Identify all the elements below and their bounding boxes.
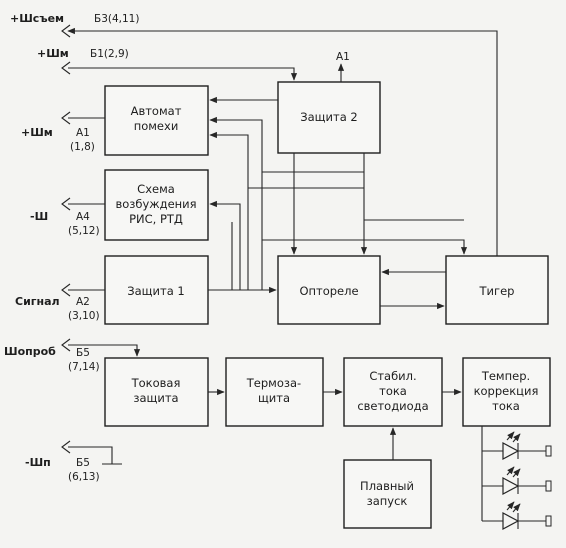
led-stack <box>481 426 552 530</box>
svg-text:РИС, РТД: РИС, РТД <box>129 212 183 226</box>
svg-text:Плавный: Плавный <box>360 479 414 493</box>
ref-b5: Б5 <box>76 347 90 359</box>
svg-text:защита: защита <box>133 391 178 405</box>
label-plus-sh-m-top: +Шм <box>37 47 69 60</box>
connector-labels: +Шсъем Б3(4,11) +Шм Б1(2,9) А1 +Шм А1 (1… <box>4 12 350 483</box>
svg-text:Оптореле: Оптореле <box>299 284 358 298</box>
label-plus-sh-siem: +Шсъем <box>10 12 64 25</box>
svg-text:помехи: помехи <box>134 119 179 133</box>
svg-text:тока: тока <box>492 399 520 413</box>
block-zashchita-1: Защита 1 <box>104 255 209 325</box>
block-optorele: Оптореле <box>277 255 381 325</box>
ref-a4: А4 <box>76 211 90 223</box>
ref-b5-ground: Б5 <box>76 457 90 469</box>
block-plavny-zapusk: Плавный запуск <box>343 459 432 529</box>
svg-text:Автомат: Автомат <box>131 104 182 118</box>
svg-text:тока: тока <box>379 384 407 398</box>
block-tokovaya-zashchita: Токовая защита <box>104 357 209 427</box>
svg-text:Темпер.: Темпер. <box>481 369 530 383</box>
pins-a4: (5,12) <box>68 225 100 237</box>
label-minus-sh: -Ш <box>30 210 48 223</box>
block-avtomat-pomekhi: Автомат помехи <box>104 85 209 156</box>
svg-text:Стабил.: Стабил. <box>369 369 416 383</box>
label-plus-sh-m-a1: +Шм <box>21 126 53 139</box>
block-temper-korrektsiya: Темпер. коррекция тока <box>462 357 551 427</box>
pins-b5-oprob: (7,14) <box>68 361 100 373</box>
label-signal: Сигнал <box>15 295 60 308</box>
label-sh-oprob: Шопроб <box>4 345 56 358</box>
ref-a2: А2 <box>76 296 90 308</box>
pins-a1: (1,8) <box>70 141 95 153</box>
svg-text:щита: щита <box>258 391 290 405</box>
svg-text:Токовая: Токовая <box>131 376 181 390</box>
svg-text:коррекция: коррекция <box>474 384 539 398</box>
led-diode-2-icon <box>482 466 552 495</box>
svg-text:Термоза-: Термоза- <box>246 376 301 390</box>
label-minus-sh-p: -Шп <box>25 456 51 469</box>
pins-b1: Б1(2,9) <box>90 48 129 60</box>
led-diode-1-icon <box>482 431 552 460</box>
pins-b3: Б3(4,11) <box>94 13 139 25</box>
block-zashchita-2: Защита 2 <box>277 81 381 154</box>
svg-text:Защита 1: Защита 1 <box>127 284 184 298</box>
svg-text:Защита 2: Защита 2 <box>300 110 357 124</box>
connector-symbols <box>61 24 71 454</box>
wires <box>67 27 498 465</box>
block-tiger: Тигер <box>445 255 549 325</box>
led-diode-3-icon <box>482 501 552 530</box>
block-stabil-toka: Стабил. тока светодиода <box>343 357 443 427</box>
svg-text:светодиода: светодиода <box>357 399 428 413</box>
svg-text:запуск: запуск <box>367 494 408 508</box>
pins-b5-ground: (6,13) <box>68 471 100 483</box>
ref-a1: А1 <box>76 127 90 139</box>
pins-a2: (3,10) <box>68 310 100 322</box>
svg-text:возбуждения: возбуждения <box>115 197 196 211</box>
block-termozashchita: Термоза- щита <box>225 357 324 427</box>
svg-text:Тигер: Тигер <box>479 284 515 298</box>
svg-text:Схема: Схема <box>137 182 175 196</box>
label-a1-output: А1 <box>336 51 350 63</box>
block-skhema-vozbuzhdeniya: Схема возбуждения РИС, РТД <box>104 169 209 241</box>
